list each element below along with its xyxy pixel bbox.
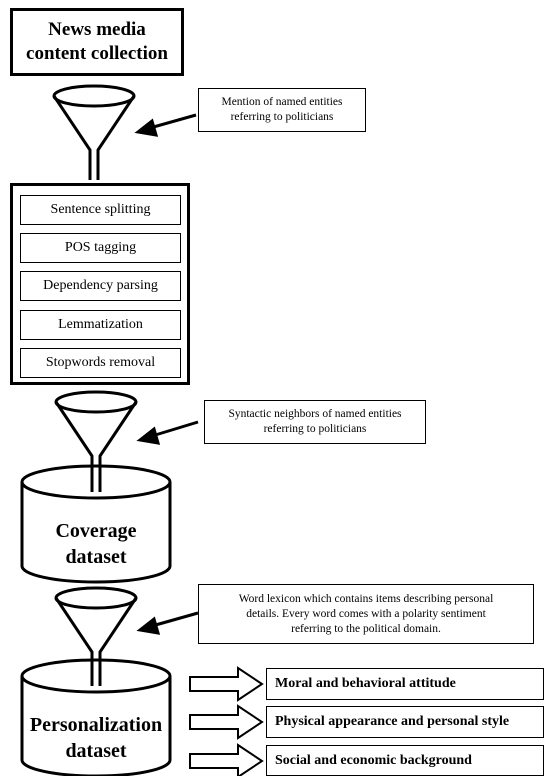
note-line: referring to the political domain.	[291, 622, 441, 635]
pointer-arrow-icon	[134, 113, 197, 137]
block-arrow-icon	[189, 743, 264, 776]
step-label: Lemmatization	[58, 317, 143, 332]
dataset-label-line1: Personalization	[29, 714, 163, 736]
source-title-line1: News media	[48, 19, 146, 40]
news-media-source-box: News media content collection	[10, 8, 184, 76]
category-label: Social and economic background	[275, 752, 472, 768]
step-stopwords-removal: Stopwords removal	[20, 348, 181, 378]
category-physical-appearance: Physical appearance and personal style	[266, 706, 544, 738]
dataset-label-line2: dataset	[65, 740, 127, 762]
personalization-dataset-cylinder	[20, 658, 172, 776]
note-line: Syntactic neighbors of named entities	[228, 408, 402, 420]
pointer-arrow-icon	[136, 420, 199, 445]
funnel-icon	[52, 84, 136, 180]
dataset-label-line2: dataset	[65, 546, 127, 568]
step-sentence-splitting: Sentence splitting	[20, 195, 181, 225]
block-arrow-icon	[189, 666, 264, 702]
filter-note-syntactic-neighbors: Syntactic neighbors of named entities re…	[204, 400, 426, 444]
personalization-dataset-label: Personalization dataset	[22, 712, 170, 764]
note-line: Word lexicon which contains items descri…	[238, 592, 494, 605]
step-label: POS tagging	[64, 240, 137, 255]
coverage-dataset-label: Coverage dataset	[22, 518, 170, 570]
step-lemmatization: Lemmatization	[20, 310, 181, 340]
step-pos-tagging: POS tagging	[20, 233, 181, 263]
step-label: Dependency parsing	[43, 278, 158, 293]
category-label: Physical appearance and personal style	[275, 714, 510, 729]
source-title-line2: content collection	[26, 43, 168, 64]
category-moral-behavioral: Moral and behavioral attitude	[266, 668, 544, 700]
note-line: details. Every word comes with a polarit…	[246, 607, 486, 620]
note-line: referring to politicians	[263, 423, 367, 435]
filter-note-word-lexicon: Word lexicon which contains items descri…	[198, 584, 534, 644]
step-dependency-parsing: Dependency parsing	[20, 271, 181, 301]
note-line: Mention of named entities	[221, 96, 343, 108]
step-label: Stopwords removal	[45, 355, 156, 370]
category-label: Moral and behavioral attitude	[275, 676, 456, 691]
category-social-economic: Social and economic background	[266, 745, 544, 776]
dataset-label-line1: Coverage	[55, 520, 137, 542]
coverage-dataset-cylinder	[20, 464, 172, 584]
note-line: referring to politicians	[230, 111, 334, 123]
filter-note-named-entities: Mention of named entities referring to p…	[198, 88, 366, 132]
block-arrow-icon	[189, 704, 264, 740]
step-label: Sentence splitting	[50, 202, 151, 217]
pointer-arrow-icon	[136, 611, 199, 635]
